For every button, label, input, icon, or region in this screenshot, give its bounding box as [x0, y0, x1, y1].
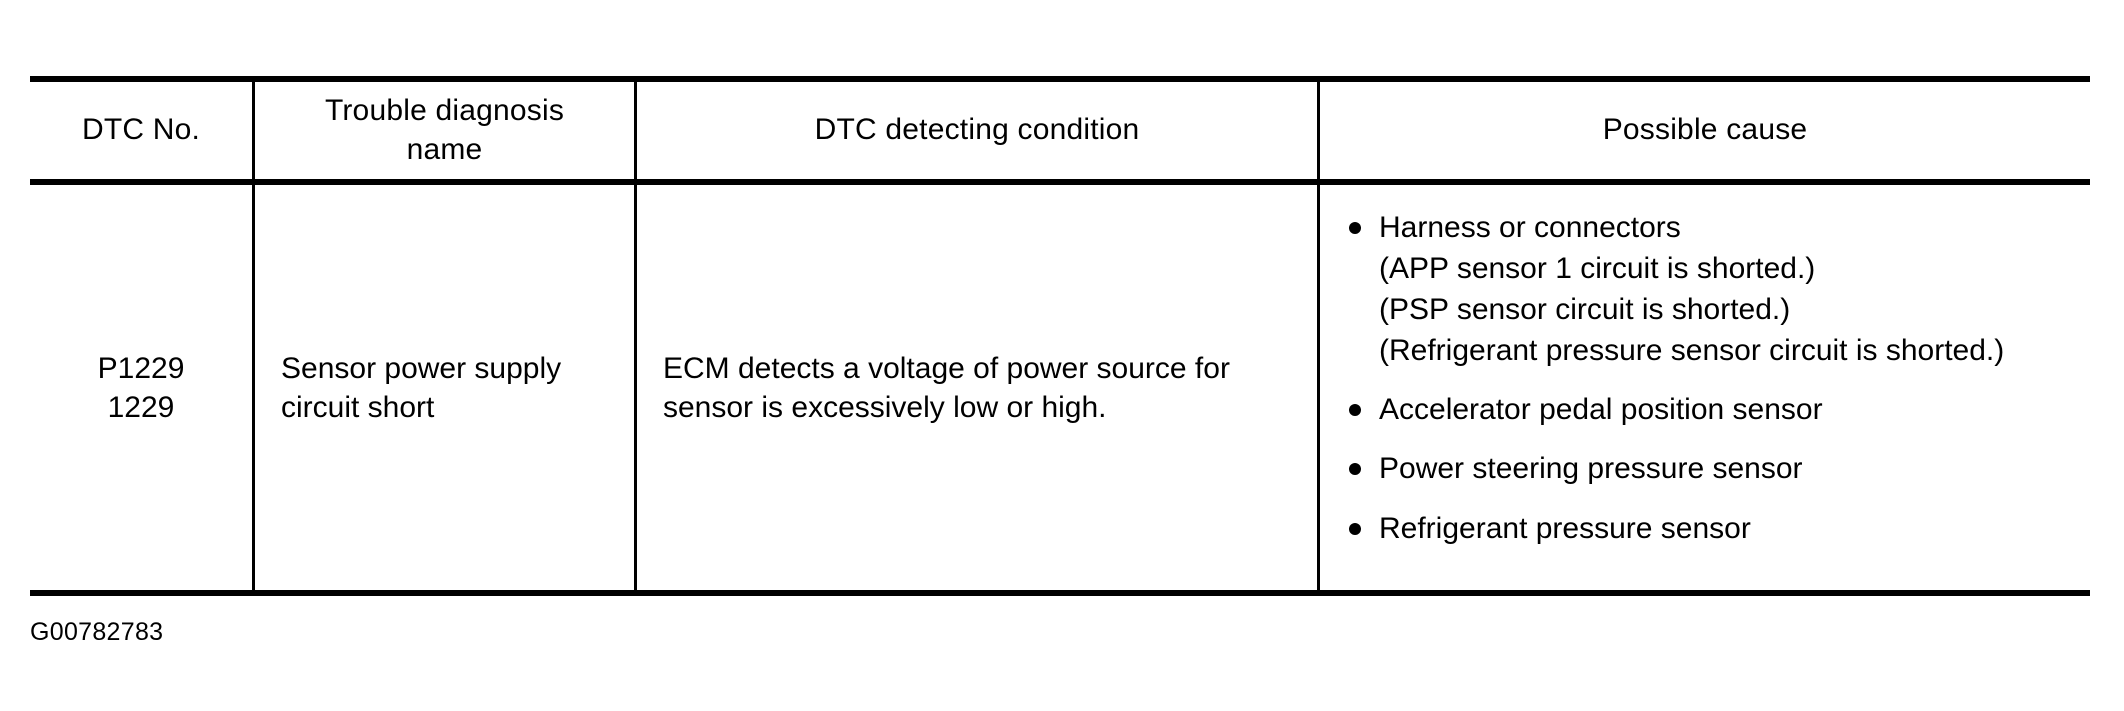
- cause-main-text: Accelerator pedal position sensor: [1379, 393, 1823, 427]
- cause-sub-text-2: (PSP sensor circuit is shorted.): [1379, 293, 1791, 327]
- cause-sub-text-1: (APP sensor 1 circuit is shorted.): [1379, 252, 1816, 286]
- cause-main-text: Harness or connectors: [1379, 211, 1681, 244]
- cell-trouble-diagnosis-name: Sensor power supply circuit short: [255, 185, 634, 590]
- possible-cause-list: Harness or connectors (APP sensor 1 circ…: [1347, 207, 2090, 549]
- bullet-icon: [1349, 222, 1361, 234]
- column-header-dtc-no-label: DTC No.: [81, 113, 201, 147]
- cell-possible-cause: Harness or connectors (APP sensor 1 circ…: [1320, 185, 2090, 590]
- cell-dtc-detecting-condition-text: ECM detects a voltage of power source fo…: [663, 349, 1230, 427]
- table-header-row: DTC No. Trouble diagnosis name DTC detec…: [30, 82, 2090, 179]
- table-header-rule: [30, 179, 2090, 185]
- column-header-trouble-diagnosis-name: Trouble diagnosis name: [255, 82, 634, 179]
- column-header-dtc-detecting-condition-label: DTC detecting condition: [814, 113, 1140, 147]
- bullet-icon: [1349, 463, 1361, 476]
- column-header-dtc-detecting-condition: DTC detecting condition: [637, 82, 1317, 179]
- column-header-trouble-line2: name: [406, 132, 483, 166]
- list-item: Power steering pressure sensor: [1347, 448, 2090, 489]
- dtc-trouble-diagnosis-table: DTC No. Trouble diagnosis name DTC detec…: [30, 76, 2090, 596]
- column-header-trouble-line1: Trouble diagnosis: [324, 94, 565, 128]
- trouble-name-line1: Sensor power supply: [281, 351, 562, 385]
- column-divider-2: [634, 79, 637, 592]
- cell-trouble-diagnosis-name-text: Sensor power supply circuit short: [281, 349, 561, 427]
- detecting-condition-line1: ECM detects a voltage of power source fo…: [663, 351, 1230, 385]
- table-top-rule: [30, 76, 2090, 82]
- dtc-no-line1: P1229: [97, 351, 185, 385]
- cell-dtc-no-text: P1229 1229: [98, 349, 185, 427]
- bullet-icon: [1349, 522, 1361, 535]
- cause-main-text: Power steering pressure sensor: [1379, 452, 1803, 486]
- cell-dtc-no: P1229 1229: [30, 185, 252, 590]
- column-header-dtc-no: DTC No.: [30, 82, 252, 179]
- column-divider-1: [252, 79, 255, 592]
- column-header-trouble-diagnosis-name-label: Trouble diagnosis name: [325, 92, 564, 168]
- figure-code: G00782783: [30, 618, 164, 646]
- list-item: Harness or connectors (APP sensor 1 circ…: [1347, 207, 2090, 371]
- list-item: Refrigerant pressure sensor: [1347, 508, 2090, 549]
- cause-main-text: Refrigerant pressure sensor: [1379, 511, 1751, 545]
- trouble-name-line2: circuit short: [281, 390, 435, 424]
- detecting-condition-line2: sensor is excessively low or high.: [663, 390, 1107, 424]
- column-divider-3: [1317, 79, 1320, 592]
- cell-dtc-detecting-condition: ECM detects a voltage of power source fo…: [637, 185, 1317, 590]
- list-item: Accelerator pedal position sensor: [1347, 389, 2090, 430]
- cause-sub-text-3: (Refrigerant pressure sensor circuit is …: [1379, 334, 2005, 368]
- table-bottom-rule: [30, 590, 2090, 596]
- column-header-possible-cause: Possible cause: [1320, 82, 2090, 179]
- dtc-no-line2: 1229: [107, 390, 175, 424]
- bullet-icon: [1349, 404, 1361, 417]
- table-row: P1229 1229 Sensor power supply circuit s…: [30, 185, 2090, 590]
- column-header-possible-cause-label: Possible cause: [1602, 113, 1808, 147]
